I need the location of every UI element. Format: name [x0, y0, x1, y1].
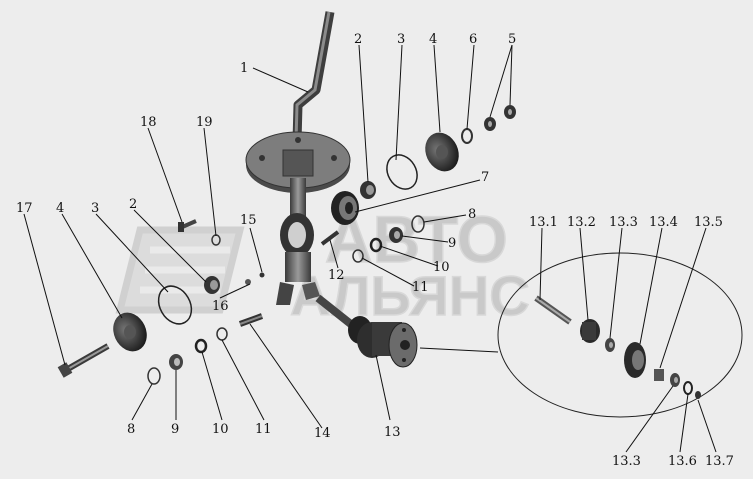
callout-13: 13: [384, 425, 401, 440]
part-13-6-washer: [683, 381, 693, 395]
part-13-4-flange: [624, 342, 646, 378]
part-pin-15: [259, 272, 265, 278]
callout-13-4: 13.4: [649, 215, 678, 230]
callout-7: 7: [481, 170, 489, 185]
part-housing: [315, 294, 418, 368]
callout-15: 15: [240, 213, 257, 228]
callout-13-7: 13.7: [705, 454, 734, 469]
part-ring-8-left: [147, 367, 161, 385]
part-washer-6: [461, 128, 473, 144]
part-ball-16: [245, 279, 251, 285]
part-washer-11-right: [352, 249, 364, 263]
part-13-1-shaft: [534, 295, 572, 325]
part-bolt: [57, 343, 110, 378]
part-nuts-5: [484, 105, 516, 131]
callout-11: 11: [412, 280, 429, 295]
part-13-3-ring-b: [670, 373, 680, 387]
part-13-5-sleeve: [654, 369, 664, 381]
part-cap-right: [425, 132, 459, 172]
callout-13-2: 13.2: [567, 215, 596, 230]
callout-8: 8: [468, 207, 476, 222]
part-pin: [320, 230, 340, 246]
part-bearing: [331, 191, 359, 225]
callout-13-5: 13.5: [694, 215, 723, 230]
part-washer-10-left: [194, 338, 208, 354]
callout-14: 14: [314, 426, 331, 441]
part-lever-fork: [276, 178, 320, 305]
part-nut-9-right: [389, 227, 403, 243]
callout-13-1: 13.1: [529, 215, 558, 230]
callout-13-3-top: 13.3: [609, 215, 638, 230]
callout-13-6: 13.6: [668, 454, 697, 469]
callout-3: 3: [397, 32, 405, 47]
callout-2: 2: [354, 32, 362, 47]
callout-10-left: 10: [212, 422, 229, 437]
callout-9: 9: [448, 236, 456, 251]
part-cap-left: [113, 312, 147, 352]
callout-13-3-bottom: 13.3: [612, 454, 641, 469]
part-13-3-ring-a: [605, 338, 615, 352]
watermark-logo: [115, 226, 245, 314]
callout-2-left: 2: [129, 197, 137, 212]
watermark: АВТО АЛЬЯНС: [115, 201, 530, 328]
part-ring-8-right: [411, 215, 425, 233]
part-13-2-bushing: [580, 319, 600, 343]
part-flange-plate: [245, 131, 351, 193]
watermark-line2: АЛЬЯНС: [290, 264, 530, 327]
callout-4-left: 4: [56, 201, 64, 216]
callout-16: 16: [212, 299, 229, 314]
part-nut-9-left: [169, 354, 183, 370]
part-circlip-right: [386, 154, 418, 190]
callout-18: 18: [140, 115, 157, 130]
callout-9-left: 9: [171, 422, 179, 437]
callout-17: 17: [16, 201, 33, 216]
part-small-pin: [238, 313, 264, 327]
callout-10: 10: [433, 260, 450, 275]
part-13-7-nut: [695, 391, 701, 399]
callout-labels: 1 2 3 4 6 5 7 8 9 10 11 12 13 14 15 16 1…: [16, 32, 734, 469]
detail-view-circle: [419, 252, 743, 418]
callout-11-left: 11: [255, 422, 272, 437]
callout-3-left: 3: [91, 201, 99, 216]
callout-12: 12: [328, 268, 345, 283]
callout-1: 1: [240, 61, 248, 76]
part-nut-2-right: [360, 181, 376, 199]
part-washer-11-left: [216, 327, 228, 341]
callout-4: 4: [429, 32, 437, 47]
callout-8-left: 8: [127, 422, 135, 437]
leader-lines: [23, 44, 717, 453]
part-screw-18: [178, 219, 197, 232]
callout-5: 5: [508, 32, 516, 47]
part-nut-2-left: [204, 276, 220, 294]
callout-19: 19: [196, 115, 213, 130]
part-washer-10-right: [369, 237, 383, 253]
part-circlip-left: [157, 285, 193, 325]
callout-6: 6: [469, 32, 477, 47]
